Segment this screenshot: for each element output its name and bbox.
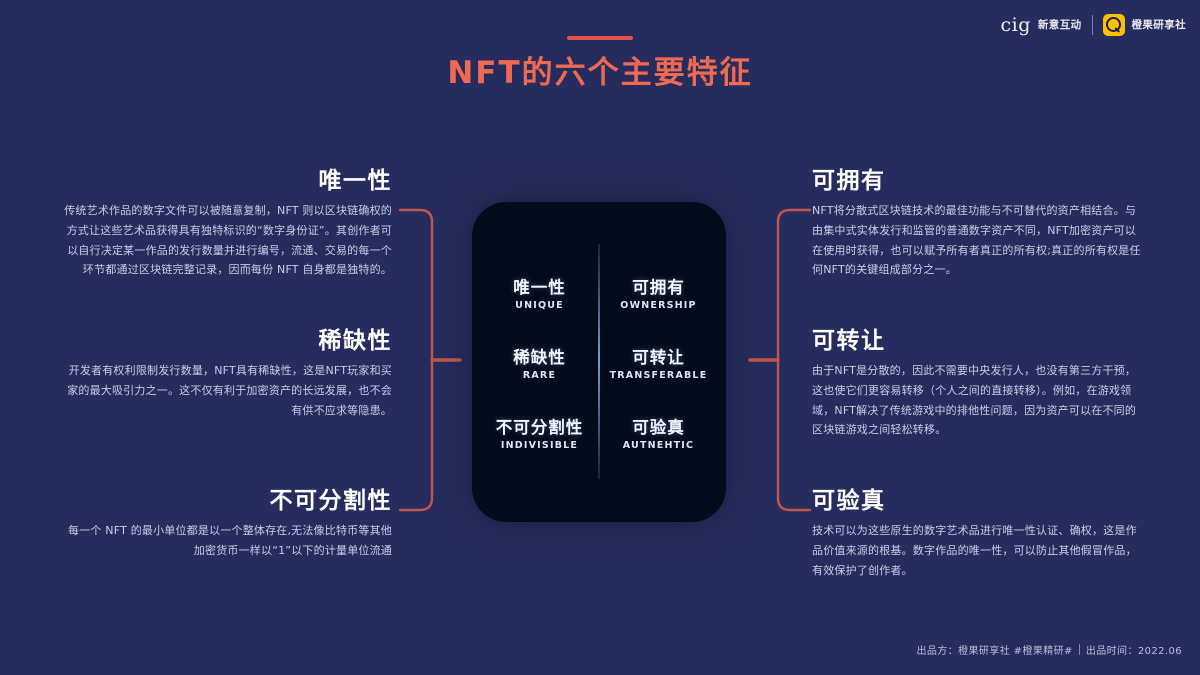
card-cell-title: 不可分割性 <box>495 417 584 437</box>
card-column-divider <box>598 244 600 479</box>
orange-search-mark-icon <box>1102 14 1125 36</box>
card-cell-title: 唯一性 <box>513 277 566 297</box>
feature-block-indivisible: 不可分割性 每一个 NFT 的最小单位都是以一个整体存在,无法像比特币等其他加密… <box>62 488 392 561</box>
feature-title: 唯一性 <box>318 168 392 194</box>
card-cell-unique[interactable]: 唯一性 UNIQUE <box>480 260 599 330</box>
feature-body: 每一个 NFT 的最小单位都是以一个整体存在,无法像比特币等其他加密货币一样以“… <box>68 524 392 558</box>
brand-chengguo: 橙果研享社 <box>1102 14 1187 36</box>
cig-wordmark: cig <box>1000 13 1031 36</box>
feature-block-ownership: 可拥有 NFT将分散式区块链技术的最佳功能与不可替代的资产相结合。与由集中式实体… <box>812 168 1142 280</box>
title-rule <box>567 36 633 40</box>
card-cell-title: 稀缺性 <box>513 347 566 367</box>
brand-cig: cig 新意互动 <box>1000 13 1082 36</box>
card-cell-authentic[interactable]: 可验真 AUTNEHTIC <box>599 400 718 470</box>
card-cell-subtitle: OWNERSHIP <box>620 300 697 311</box>
footer: 出品方：橙果研享社 #橙果精研# 出品时间：2022.06 <box>917 642 1183 657</box>
page-title: NFT的六个主要特征 <box>447 55 753 91</box>
brand-divider <box>1091 15 1093 35</box>
feature-body: 传统艺术作品的数字文件可以被随意复制，NFT 则以区块链确权的方式让这些艺术品获… <box>64 204 392 277</box>
card-cell-subtitle: RARE <box>522 370 557 381</box>
feature-title: 不可分割性 <box>269 488 392 514</box>
card-cell-title: 可验真 <box>632 417 685 437</box>
feature-title: 可验真 <box>812 488 886 514</box>
feature-block-transferable: 可转让 由于NFT是分散的，因此不需要中央发行人，也没有第三方干预，这也使它们更… <box>812 328 1142 440</box>
card-cell-title: 可拥有 <box>632 277 685 297</box>
card-cell-title: 可转让 <box>632 347 685 367</box>
feature-title: 可拥有 <box>812 168 886 194</box>
card-cell-subtitle: UNIQUE <box>515 300 564 311</box>
card-cell-ownership[interactable]: 可拥有 OWNERSHIP <box>599 260 718 330</box>
brand-bar: cig 新意互动 橙果研享社 <box>1001 11 1187 39</box>
card-cell-subtitle: INDIVISIBLE <box>500 440 579 451</box>
footer-date: 出品时间：2022.06 <box>1085 646 1182 657</box>
feature-title: 稀缺性 <box>318 328 392 354</box>
feature-block-rare: 稀缺性 开发者有权利限制发行数量，NFT具有稀缺性，这是NFT玩家和买家的最大吸… <box>62 328 392 420</box>
ring-shape <box>1106 17 1121 32</box>
footer-producer: 出品方：橙果研享社 #橙果精研# <box>916 646 1073 657</box>
feature-body: 由于NFT是分散的，因此不需要中央发行人，也没有第三方干预，这也使它们更容易转移… <box>812 364 1137 437</box>
card-cell-transferable[interactable]: 可转让 TRANSFERABLE <box>599 330 718 400</box>
feature-title: 可转让 <box>812 328 886 354</box>
feature-block-authentic: 可验真 技术可以为这些原生的数字艺术品进行唯一性认证、确权，这是作品价值来源的根… <box>812 488 1142 580</box>
chengguo-chinese-name: 橙果研享社 <box>1131 18 1186 31</box>
footer-divider <box>1078 644 1080 655</box>
feature-body: NFT将分散式区块链技术的最佳功能与不可替代的资产相结合。与由集中式实体发行和监… <box>812 204 1141 277</box>
feature-body: 技术可以为这些原生的数字艺术品进行唯一性认证、确权，这是作品价值来源的根基。数字… <box>812 524 1137 577</box>
cig-chinese-name: 新意互动 <box>1037 18 1082 31</box>
card-cell-subtitle: AUTNEHTIC <box>622 440 695 451</box>
features-card: 唯一性 UNIQUE 可拥有 OWNERSHIP 稀缺性 RARE 可转让 TR… <box>472 202 726 522</box>
feature-body: 开发者有权利限制发行数量，NFT具有稀缺性，这是NFT玩家和买家的最大吸引力之一… <box>67 364 392 417</box>
card-grid: 唯一性 UNIQUE 可拥有 OWNERSHIP 稀缺性 RARE 可转让 TR… <box>472 202 726 522</box>
card-cell-rare[interactable]: 稀缺性 RARE <box>480 330 599 400</box>
right-connector-bracket <box>748 208 812 512</box>
card-cell-indivisible[interactable]: 不可分割性 INDIVISIBLE <box>480 400 599 470</box>
card-cell-subtitle: TRANSFERABLE <box>609 370 708 381</box>
feature-block-unique: 唯一性 传统艺术作品的数字文件可以被随意复制，NFT 则以区块链确权的方式让这些… <box>62 168 392 280</box>
left-connector-bracket <box>398 208 462 512</box>
